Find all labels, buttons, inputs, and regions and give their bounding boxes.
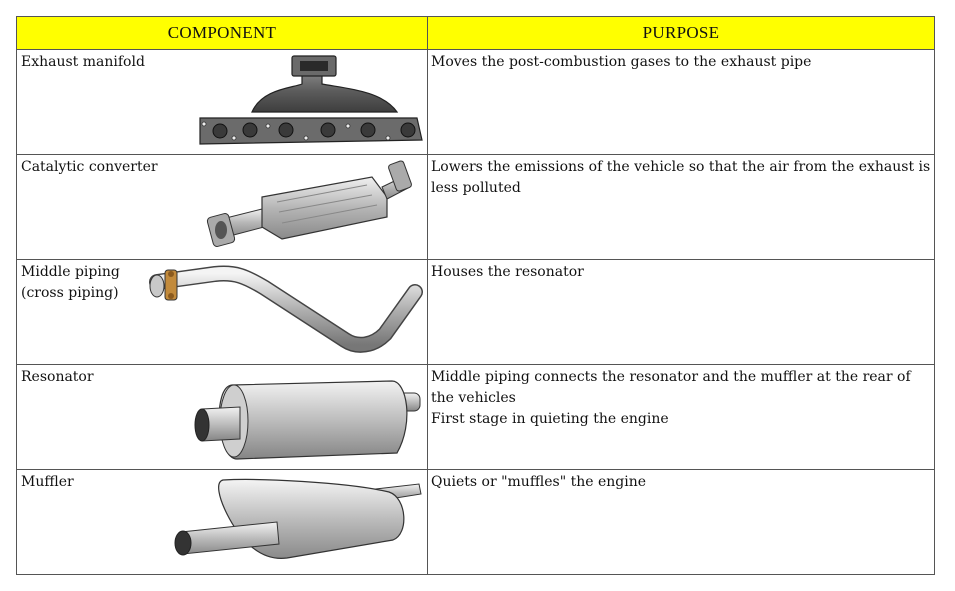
purpose-text: Moves the post-combustion gases to the e… <box>431 54 812 70</box>
component-cell: Resonator <box>16 364 428 470</box>
table-row: Middle piping (cross piping) Houses the … <box>16 259 935 365</box>
components-table: COMPONENT PURPOSE Exhaust manifold <box>16 16 935 575</box>
header-component: COMPONENT <box>16 16 428 50</box>
purpose-text: First stage in quieting the engine <box>431 411 669 427</box>
table-row: Muffler Quiets or "muffles" the engine <box>16 469 935 575</box>
purpose-cell: Houses the resonator <box>427 259 935 365</box>
middle-piping-image <box>149 265 423 353</box>
component-cell: Catalytic converter <box>16 154 428 260</box>
component-label: Muffler <box>21 474 74 490</box>
purpose-text: Lowers the emissions of the vehicle so t… <box>431 159 931 196</box>
header-row: COMPONENT PURPOSE <box>16 16 935 50</box>
muffler-image <box>174 478 422 559</box>
purpose-cell: Lowers the emissions of the vehicle so t… <box>427 154 935 260</box>
component-label: Exhaust manifold <box>21 54 145 70</box>
table-row: Resonator Middle piping connects the res… <box>16 364 935 470</box>
purpose-cell: Quiets or "muffles" the engine <box>427 469 935 575</box>
component-label: Middle piping (cross piping) <box>21 264 120 301</box>
purpose-cell: Middle piping connects the resonator and… <box>427 364 935 470</box>
purpose-text: Houses the resonator <box>431 264 584 280</box>
component-cell: Exhaust manifold <box>16 49 428 155</box>
component-cell: Middle piping (cross piping) <box>16 259 428 365</box>
catalytic-converter-image <box>206 160 412 247</box>
component-label: Catalytic converter <box>21 159 158 175</box>
exhaust-manifold-image <box>199 55 423 145</box>
component-cell: Muffler <box>16 469 428 575</box>
component-label: Resonator <box>21 369 94 385</box>
purpose-text: Quiets or "muffles" the engine <box>431 474 647 490</box>
resonator-image <box>194 380 421 460</box>
header-purpose: PURPOSE <box>427 16 935 50</box>
purpose-text: Middle piping connects the resonator and… <box>431 369 911 406</box>
purpose-cell: Moves the post-combustion gases to the e… <box>427 49 935 155</box>
table-row: Exhaust manifold <box>16 49 935 155</box>
table-row: Catalytic converter Lowers the emissions… <box>16 154 935 260</box>
